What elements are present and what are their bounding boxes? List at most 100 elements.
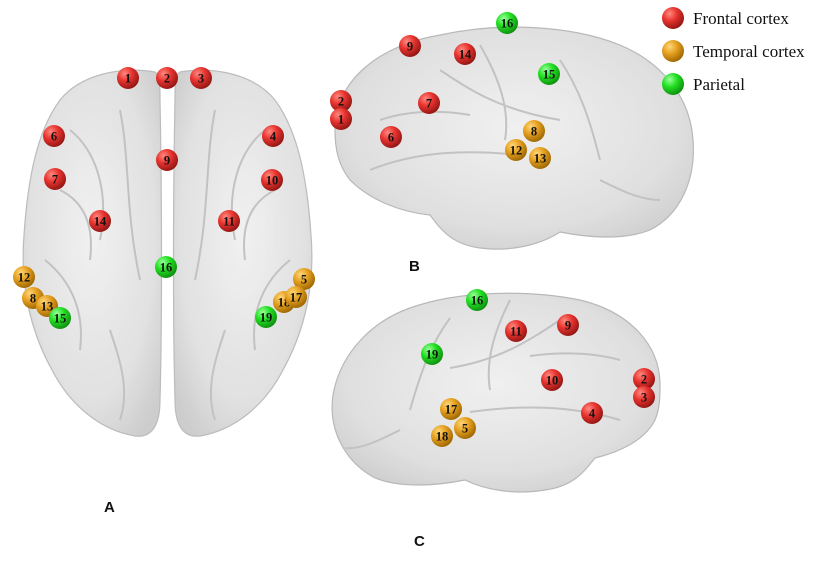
node-label: 15 [543,68,556,82]
node-parietal-19 [255,306,277,328]
node-label: 17 [445,403,458,417]
node-frontal-6 [380,126,402,148]
node-label: 3 [641,391,647,405]
node-parietal-16 [496,12,518,34]
node-frontal-11 [505,320,527,342]
node-frontal-3 [190,67,212,89]
node-temporal-17 [440,398,462,420]
lateral-brain-b [334,26,694,250]
node-temporal-8 [523,120,545,142]
legend-marker-parietal [662,73,684,95]
node-temporal-5 [454,417,476,439]
node-label: 2 [641,373,647,387]
node-parietal-19 [421,343,443,365]
legend-label-parietal: Parietal [693,75,745,94]
node-label: 9 [164,154,170,168]
node-label: 1 [338,113,344,127]
node-temporal-13 [529,147,551,169]
node-label: 16 [471,294,484,308]
node-label: 7 [52,173,58,187]
panel-a-brain [22,69,313,437]
node-label: 2 [338,95,344,109]
node-label: 1 [125,72,131,86]
left-hemisphere [22,69,163,437]
node-label: 19 [260,311,273,325]
sulci-b [369,44,661,201]
panel-label-b: B [409,258,420,275]
node-parietal-15 [49,307,71,329]
node-frontal-10 [541,369,563,391]
node-label: 10 [266,174,279,188]
node-frontal-2 [633,368,655,390]
node-temporal-5 [293,268,315,290]
node-label: 4 [589,407,596,421]
node-label: 11 [510,325,522,339]
node-label: 8 [30,292,36,306]
node-label: 6 [51,130,57,144]
node-label: 12 [510,144,523,158]
node-frontal-2 [330,90,352,112]
node-label: 2 [164,72,170,86]
node-parietal-16 [466,289,488,311]
node-frontal-1 [330,108,352,130]
node-temporal-12 [13,266,35,288]
node-label: 4 [270,130,277,144]
node-frontal-7 [418,92,440,114]
node-label: 19 [426,348,439,362]
node-frontal-11 [218,210,240,232]
legend: Frontal cortex Temporal cortex Parietal [662,7,805,95]
node-label: 16 [501,17,514,31]
node-parietal-16 [155,256,177,278]
node-temporal-17 [285,286,307,308]
node-frontal-1 [117,67,139,89]
node-label: 12 [18,271,31,285]
node-label: 9 [565,319,571,333]
node-temporal-18 [431,425,453,447]
node-label: 14 [459,48,472,62]
panel-label-c: C [414,533,425,550]
node-label: 18 [436,430,449,444]
right-hemisphere [172,69,313,437]
node-label: 16 [160,261,173,275]
legend-marker-frontal [662,7,684,29]
legend-marker-temporal [662,40,684,62]
node-label: 11 [223,215,235,229]
node-label: 17 [290,291,303,305]
node-frontal-14 [89,210,111,232]
node-frontal-2 [156,67,178,89]
node-frontal-9 [399,35,421,57]
node-frontal-7 [44,168,66,190]
node-label: 5 [462,422,468,436]
node-frontal-3 [633,386,655,408]
node-frontal-4 [581,402,603,424]
node-label: 9 [407,40,413,54]
node-frontal-9 [557,314,579,336]
panel-c-brain [331,292,661,493]
node-temporal-12 [505,139,527,161]
node-frontal-14 [454,43,476,65]
panel-c-nodes: 16 11 9 19 10 2 3 4 17 18 5 [421,289,655,447]
node-label: 13 [41,300,54,314]
node-frontal-6 [43,125,65,147]
lateral-brain-c [331,292,661,493]
node-label: 10 [546,374,559,388]
legend-label-temporal: Temporal cortex [693,42,805,61]
legend-label-frontal: Frontal cortex [693,9,789,28]
panel-b-brain [334,26,694,250]
node-label: 15 [54,312,67,326]
node-label: 13 [534,152,547,166]
node-label: 3 [198,72,204,86]
node-label: 7 [426,97,432,111]
node-frontal-4 [262,125,284,147]
node-frontal-9 [156,149,178,171]
panel-label-a: A [104,499,115,516]
node-label: 6 [388,131,394,145]
node-label: 5 [301,273,307,287]
left-sulci [44,109,141,421]
right-sulci [194,109,291,421]
node-label: 14 [94,215,107,229]
